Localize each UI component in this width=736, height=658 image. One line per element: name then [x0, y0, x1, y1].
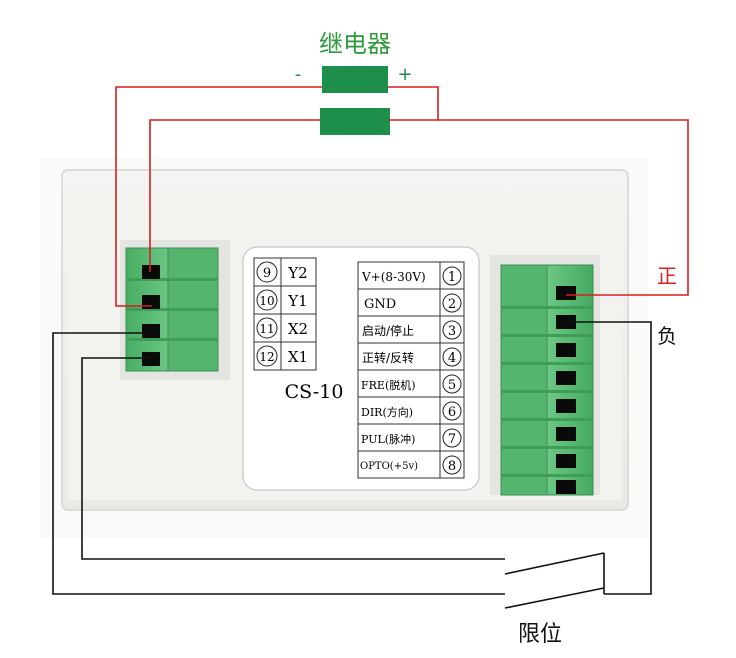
wire-positive — [438, 119, 689, 296]
right-terminal-screw-5 — [556, 399, 576, 413]
right-pin-num-5: 5 — [448, 378, 456, 393]
wire-x2 — [52, 332, 505, 595]
left-terminal-screw-3 — [142, 324, 160, 338]
relay-contact — [320, 108, 390, 135]
right-pin-labels: V+(8-30V) 1 GND 2 启动/停止 3 正转/反转 4 FRE(脱机… — [357, 261, 465, 479]
black-wires — [52, 321, 652, 609]
right-pin-name-7: PUL(脉冲) — [361, 432, 415, 446]
left-pin-name-y2: Y2 — [287, 264, 307, 282]
right-terminal-screw-3 — [556, 343, 576, 357]
left-terminal-screw-2 — [142, 295, 160, 309]
wire-relay-contact-left — [149, 119, 320, 272]
model-name: CS-10 — [285, 381, 344, 403]
right-pin-name-1: V+(8-30V) — [361, 270, 426, 284]
right-pin-num-1: 1 — [448, 270, 456, 285]
red-wires — [115, 86, 689, 307]
right-pin-num-3: 3 — [448, 324, 456, 339]
limit-label: 限位 — [518, 622, 562, 647]
left-pin-labels: 9 Y2 10 Y1 11 X2 12 X1 — [253, 257, 317, 371]
right-pin-name-2: GND — [364, 297, 396, 312]
relay-plus-label: + — [397, 64, 412, 85]
relay-title: 继电器 — [319, 30, 391, 58]
right-terminal-screw-4 — [556, 371, 576, 385]
left-pin-num-9: 9 — [263, 266, 271, 281]
positive-label: 正 — [657, 264, 677, 288]
wire-relay-minus — [115, 86, 322, 307]
wire-relay-plus — [388, 86, 439, 121]
right-pin-num-4: 4 — [448, 351, 456, 366]
right-terminal-screw-8 — [556, 480, 576, 494]
right-terminal-screw-6 — [556, 427, 576, 441]
right-terminal-screw-7 — [556, 454, 576, 468]
left-pin-name-x2: X2 — [288, 320, 308, 338]
wire-negative — [566, 321, 652, 595]
right-pin-num-6: 6 — [448, 405, 456, 420]
right-pin-name-5: FRE(脱机) — [361, 378, 416, 392]
right-pin-num-8: 8 — [448, 459, 456, 474]
right-pin-name-4: 正转/反转 — [362, 350, 414, 365]
right-pin-name-8: OPTO(+5v) — [360, 461, 418, 472]
limit-switch-2 — [504, 587, 605, 609]
right-terminal-screw-1 — [556, 286, 576, 300]
label-plate — [242, 246, 480, 491]
wire-x1 — [81, 357, 505, 560]
limit-switch-1 — [504, 552, 605, 575]
negative-label: 负 — [657, 324, 677, 348]
right-pin-name-6: DIR(方向) — [361, 405, 413, 419]
left-pin-num-11: 11 — [259, 322, 274, 336]
left-pin-num-12: 12 — [259, 350, 274, 364]
right-pin-num-7: 7 — [448, 432, 456, 447]
relay-minus-label: - — [295, 64, 302, 85]
left-terminal-screw-4 — [142, 352, 160, 366]
right-pin-num-2: 2 — [448, 297, 456, 312]
right-terminal-block — [500, 264, 594, 496]
left-pin-name-x1: X1 — [288, 348, 308, 366]
relay-coil — [322, 66, 388, 93]
left-pin-num-10: 10 — [259, 294, 274, 308]
left-terminal-screw-1 — [142, 265, 160, 279]
right-pin-name-3: 启动/停止 — [362, 323, 414, 338]
left-terminal-block — [125, 247, 219, 372]
left-pin-name-y1: Y1 — [287, 292, 307, 310]
